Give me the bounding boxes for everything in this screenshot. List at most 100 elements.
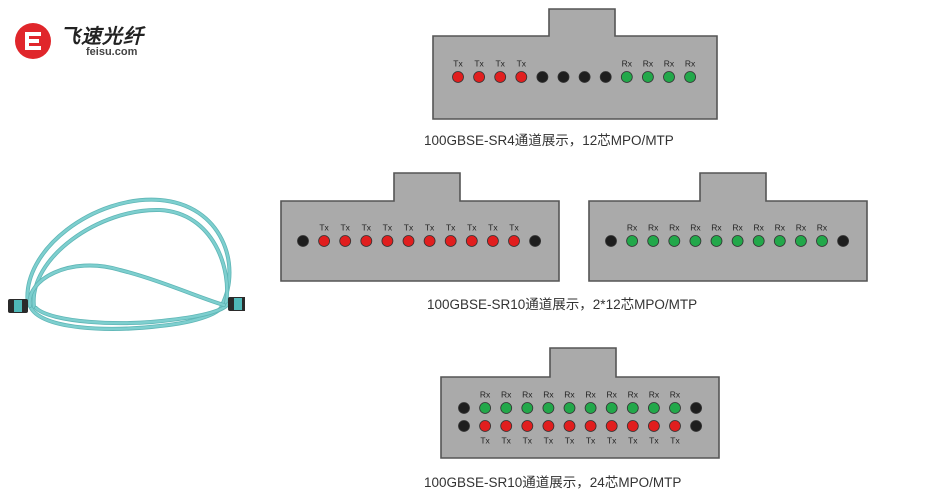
fiber-unused-position — [529, 235, 542, 247]
fiber-label: Rx — [622, 59, 633, 69]
fiber-rx-position — [626, 235, 638, 247]
fiber-rx-position — [668, 235, 681, 247]
fiber-label: Tx — [586, 436, 596, 446]
fiber-rx-position — [542, 402, 555, 414]
fiber-unused-position — [536, 71, 549, 83]
feisu-logo-icon — [15, 23, 51, 59]
fiber-rx-position — [500, 402, 513, 414]
fiber-tx-position — [423, 235, 436, 247]
fiber-label: Tx — [425, 223, 435, 233]
fiber-tx-position — [360, 235, 373, 247]
fiber-rx-position — [731, 235, 744, 247]
fiber-label: Rx — [501, 390, 512, 400]
fiber-label: Tx — [474, 59, 484, 69]
fiber-label: Tx — [495, 59, 505, 69]
fiber-label: Rx — [732, 223, 743, 233]
fiber-tx-position — [605, 420, 618, 432]
fiber-label: Rx — [607, 390, 618, 400]
fiber-rx-position — [816, 235, 828, 247]
fiber-rx-position — [641, 71, 654, 83]
fiber-tx-position — [669, 420, 681, 432]
fiber-label: Rx — [480, 390, 491, 400]
fiber-label: Tx — [480, 436, 490, 446]
fiber-label: Rx — [685, 59, 696, 69]
fiber-label: Tx — [319, 223, 329, 233]
fiber-label: Rx — [522, 390, 533, 400]
sr10-24-caption: 100GBSE-SR10通道展示，24芯MPO/MTP — [424, 475, 682, 490]
connector-body — [432, 8, 718, 120]
fiber-rx-position — [669, 402, 681, 414]
fiber-label: Tx — [523, 436, 533, 446]
fiber-label: Rx — [585, 390, 596, 400]
fiber-tx-position — [508, 235, 520, 247]
fiber-label: Tx — [340, 223, 350, 233]
fiber-label: Rx — [648, 223, 659, 233]
fiber-tx-position — [473, 71, 485, 83]
fiber-label: Rx — [711, 223, 722, 233]
fiber-label: Tx — [670, 436, 680, 446]
fiber-label: Tx — [467, 223, 477, 233]
fiber-label: Tx — [628, 436, 638, 446]
fiber-rx-position — [752, 235, 765, 247]
fiber-label: Tx — [509, 223, 519, 233]
fiber-tx-position — [521, 420, 534, 432]
fiber-tx-position — [381, 235, 394, 247]
fiber-tx-position — [486, 235, 499, 247]
sr10-2x12-caption: 100GBSE-SR10通道展示，2*12芯MPO/MTP — [427, 297, 698, 312]
fiber-label: Rx — [643, 59, 654, 69]
fiber-rx-position — [794, 235, 807, 247]
fiber-label: Rx — [543, 390, 554, 400]
fiber-tx-position — [339, 235, 352, 247]
fiber-label: Tx — [649, 436, 659, 446]
fiber-label: Tx — [404, 223, 414, 233]
fiber-label: Rx — [628, 390, 639, 400]
fiber-label: Rx — [627, 223, 638, 233]
fiber-tx-position — [626, 420, 639, 432]
mpo-cable-image — [8, 197, 245, 331]
fiber-tx-position — [647, 420, 660, 432]
fiber-rx-position — [584, 402, 597, 414]
fiber-tx-position — [465, 235, 478, 247]
logo-name-cn: 飞速光纤 — [60, 24, 144, 48]
fiber-tx-position — [500, 420, 513, 432]
fiber-label: Tx — [501, 436, 511, 446]
fiber-label: Rx — [649, 390, 660, 400]
fiber-rx-position — [563, 402, 576, 414]
fiber-label: Rx — [817, 223, 828, 233]
fiber-label: Rx — [775, 223, 786, 233]
fiber-rx-position — [479, 402, 491, 414]
fiber-unused-position — [297, 235, 309, 247]
fiber-rx-position — [620, 71, 633, 83]
fiber-label: Tx — [565, 436, 575, 446]
fiber-tx-position — [542, 420, 555, 432]
fiber-unused-position — [458, 402, 470, 414]
logo-domain: feisu.com — [86, 46, 138, 58]
fiber-tx-position — [479, 420, 491, 432]
fiber-rx-position — [626, 402, 639, 414]
fiber-unused-position — [690, 420, 703, 432]
fiber-tx-position — [402, 235, 415, 247]
fiber-rx-position — [647, 402, 660, 414]
fiber-unused-position — [690, 402, 703, 414]
fiber-rx-position — [710, 235, 723, 247]
fiber-label: Tx — [544, 436, 554, 446]
fiber-label: Rx — [564, 390, 575, 400]
fiber-rx-position — [521, 402, 534, 414]
fiber-label: Tx — [383, 223, 393, 233]
fiber-label: Tx — [517, 59, 527, 69]
fiber-tx-position — [563, 420, 576, 432]
fiber-rx-position — [605, 402, 618, 414]
fiber-tx-position — [444, 235, 457, 247]
connector-body — [440, 347, 720, 459]
fiber-rx-position — [663, 71, 675, 83]
fiber-label: Rx — [669, 223, 680, 233]
fiber-tx-position — [494, 71, 507, 83]
fiber-rx-position — [773, 235, 786, 247]
fiber-unused-position — [599, 71, 612, 83]
fiber-rx-position — [684, 71, 697, 83]
fiber-unused-position — [605, 235, 617, 247]
